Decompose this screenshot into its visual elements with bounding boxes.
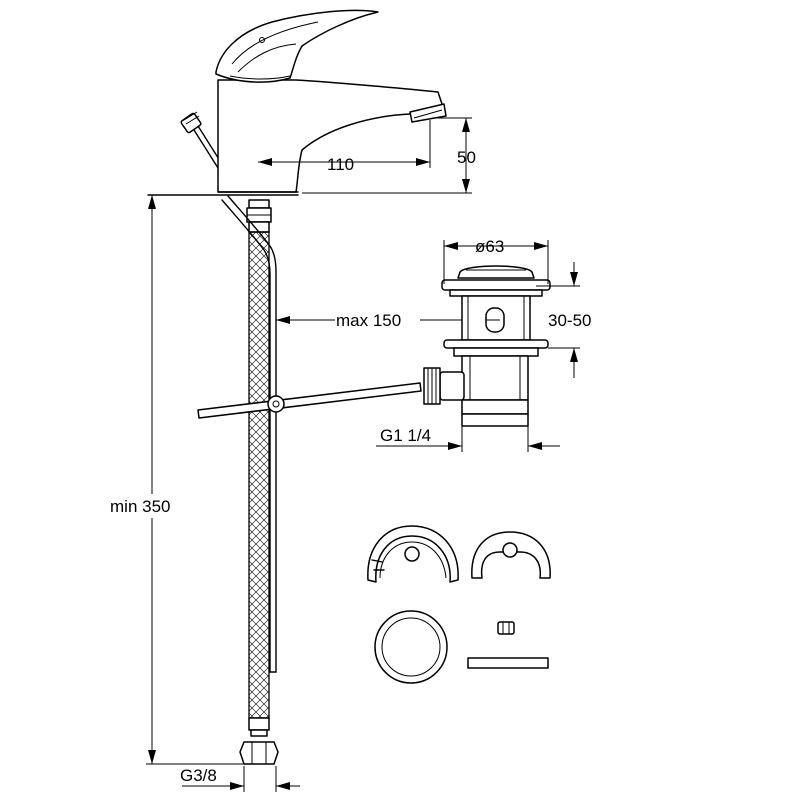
mounting-bracket-right <box>471 531 551 579</box>
small-nut <box>497 621 515 635</box>
spout-reach-label: 110 <box>327 155 354 174</box>
rubber-ring <box>374 610 448 684</box>
drain-adjust-dimension: 30-50 <box>536 262 591 378</box>
mounting-bracket-left <box>367 525 459 583</box>
flange-diameter-label: ø63 <box>475 237 504 256</box>
rod-knob <box>180 111 202 134</box>
drain-adjust-label: 30-50 <box>548 311 591 330</box>
spout-height-dimension: 50 <box>302 117 476 194</box>
pop-up-rod <box>197 382 422 419</box>
min-height-dimension: min 350 <box>108 195 244 765</box>
min-height-label: min 350 <box>110 497 170 516</box>
drain-assembly <box>423 265 551 427</box>
spout-reach-dimension: 110 <box>258 120 431 174</box>
supply-thread-label: G3/8 <box>180 766 217 785</box>
flex-tube <box>221 195 277 673</box>
rod-max-label: max 150 <box>336 311 401 330</box>
faucet-body <box>217 79 445 193</box>
flange-diameter-dimension: ø63 <box>443 237 549 284</box>
drain-thread-label: G1 1/4 <box>380 426 431 445</box>
drain-thread-dimension: G1 1/4 <box>376 420 560 452</box>
spout-height-label: 50 <box>457 148 476 167</box>
rod-max-dimension: max 150 <box>276 311 462 330</box>
faucet-assembly <box>147 9 447 196</box>
supply-hose <box>239 199 279 765</box>
supply-thread-dimension: G3/8 <box>180 766 300 792</box>
gasket-plate <box>467 657 549 669</box>
lever-handle <box>215 9 379 83</box>
